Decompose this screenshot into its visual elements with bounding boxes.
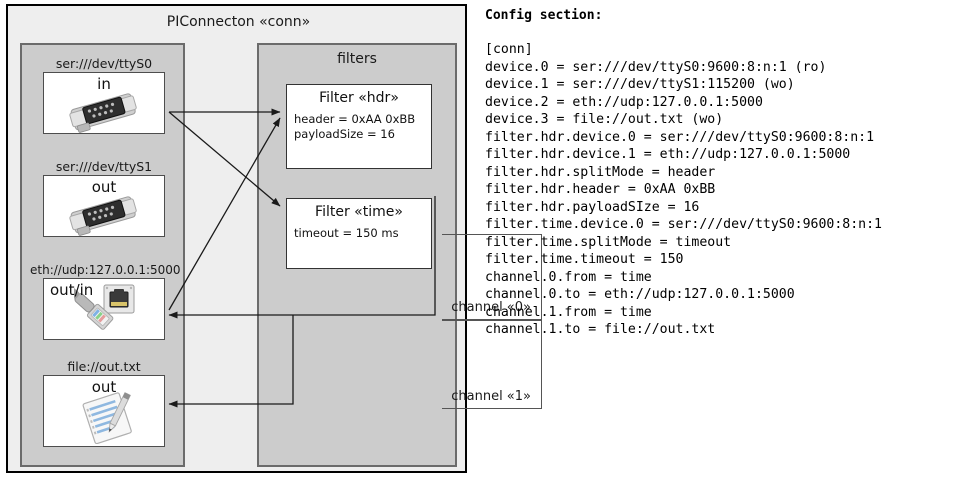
config-line: filter.time.splitMode = timeout <box>485 234 732 250</box>
filter-prop: timeout = 150 ms <box>294 226 399 240</box>
device-label-ttyS1: ser:///dev/ttyS1 <box>55 159 153 174</box>
device-box-ttyS1[interactable]: out <box>43 175 165 237</box>
filter-title-time: Filter «time» <box>315 204 403 220</box>
config-line: channel.0.to = eth://udp:127.0.0.1:5000 <box>485 287 795 302</box>
channel-label-0: channel «0» <box>451 300 531 315</box>
filter-prop: payloadSize = 16 <box>294 127 395 141</box>
config-line: filter.hdr.splitMode = header <box>485 164 716 180</box>
device-label-file: file://out.txt <box>67 359 141 374</box>
device-box-ttyS0[interactable]: in <box>43 72 165 134</box>
diagram-title: PIConnecton «conn» <box>166 14 311 30</box>
text-file-icon <box>80 390 142 448</box>
filter-props-time: timeout = 150 ms <box>287 222 431 248</box>
config-line: filter.hdr.device.0 = ser:///dev/ttyS0:9… <box>485 129 875 145</box>
device-node-eth[interactable]: eth://udp:127.0.0.1:5000 out/in <box>30 262 181 340</box>
filters-panel: filters Filter «hdr» header = 0xAA 0xBB … <box>257 43 542 467</box>
device-direction-file: out <box>91 378 117 396</box>
serial-port-icon <box>64 89 144 137</box>
config-line: device.1 = ser:///dev/ttyS1:115200 (wo) <box>485 77 795 92</box>
config-line: channel.1.to = file://out.txt <box>485 322 716 337</box>
config-heading: Config section: <box>485 8 603 23</box>
device-label-ttyS0: ser:///dev/ttyS0 <box>55 56 153 71</box>
channel-block-1: channel «1» <box>442 320 542 409</box>
device-label-eth: eth://udp:127.0.0.1:5000 <box>30 263 181 277</box>
channel-label-1: channel «1» <box>451 389 531 404</box>
config-line: [conn] <box>485 42 533 57</box>
config-line: filter.time.timeout = 150 <box>485 252 684 267</box>
channel-block-0: channel «0» <box>442 234 542 320</box>
serial-port-icon <box>64 192 144 240</box>
config-line: channel.1.from = time <box>485 304 652 320</box>
device-node-file[interactable]: file://out.txt out <box>43 359 165 447</box>
connector-outer-frame: PIConnecton «conn» ser:///dev/ttyS0 in <box>6 4 542 473</box>
config-line: filter.hdr.header = 0xAA 0xBB <box>485 182 716 197</box>
config-body: [conn] device.0 = ser:///dev/ttyS0:9600:8… <box>485 41 882 339</box>
ethernet-jack-icon <box>65 283 158 345</box>
config-line: device.0 = ser:///dev/ttyS0:9600:8:n:1 (… <box>485 59 827 75</box>
config-pane: Config section: [conn] device.0 = ser:///… <box>482 0 964 484</box>
device-direction-ttyS1: out <box>91 178 117 196</box>
filter-props-hdr: header = 0xAA 0xBB payloadSize = 16 <box>287 108 431 149</box>
device-direction-eth: out/in <box>50 281 94 299</box>
filter-node-time[interactable]: Filter «time» timeout = 150 ms <box>286 198 432 269</box>
device-node-ttyS1[interactable]: ser:///dev/ttyS1 out <box>43 159 165 237</box>
config-line: filter.time.device.0 = ser:///dev/ttyS0:… <box>485 217 882 232</box>
device-node-ttyS0[interactable]: ser:///dev/ttyS0 in <box>43 56 165 134</box>
config-line: channel.0.from = time <box>485 269 652 285</box>
filters-panel-title: filters <box>337 51 377 67</box>
filter-title-hdr: Filter «hdr» <box>319 90 399 106</box>
config-line: filter.hdr.payloadSIze = 16 <box>485 199 700 215</box>
filter-prop: header = 0xAA 0xBB <box>294 112 416 126</box>
filter-node-hdr[interactable]: Filter «hdr» header = 0xAA 0xBB payloadS… <box>286 84 432 169</box>
config-line: filter.hdr.device.1 = eth://udp:127.0.0.… <box>485 147 851 162</box>
device-box-eth[interactable]: out/in <box>43 278 165 340</box>
device-box-file[interactable]: out <box>43 375 165 447</box>
config-line: device.3 = file://out.txt (wo) <box>485 112 724 127</box>
config-line: device.2 = eth://udp:127.0.0.1:5000 <box>485 94 763 110</box>
device-direction-ttyS0: in <box>97 75 111 93</box>
devices-panel: ser:///dev/ttyS0 in <box>20 43 185 467</box>
